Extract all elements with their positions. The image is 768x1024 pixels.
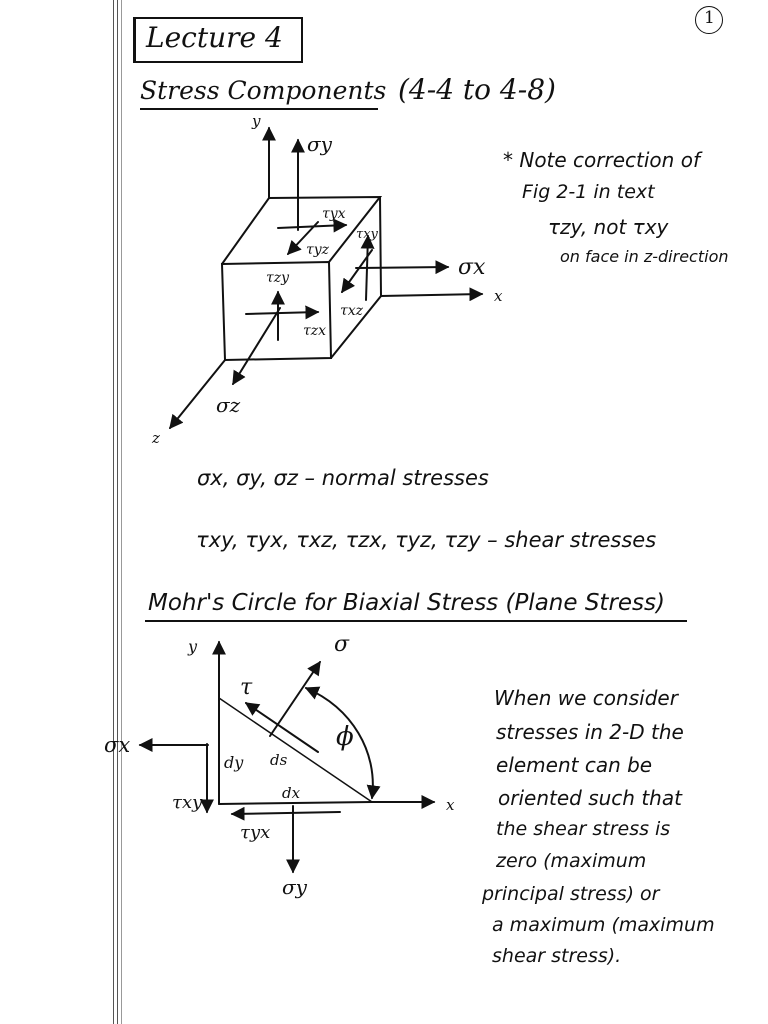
tau-zx-arrow (245, 305, 320, 320)
y-axis-label: y (251, 112, 261, 130)
tau-yx-label: τyx (240, 822, 270, 843)
tau-yz-label: τyz (306, 242, 330, 258)
tau-yx-label: τyx (322, 206, 346, 222)
tau-xy-label: τxy (172, 792, 203, 813)
normal-stresses-line: σx, σy, σz – normal stresses (197, 466, 489, 490)
phi-label: ϕ (336, 722, 354, 752)
tau-label: τ (240, 675, 253, 700)
sigma-normal-arrow (269, 660, 321, 737)
dy-label: dy (224, 753, 244, 772)
sigma-z-label: σz (216, 393, 241, 417)
element-horizontal-side (218, 801, 373, 805)
ds-label: ds (270, 751, 288, 769)
heading-underline (140, 108, 378, 110)
explanation-line: shear stress). (492, 945, 622, 967)
tau-xy-arrow (360, 234, 375, 301)
tau-xz-arrow (341, 249, 373, 294)
section-heading-stress-components: Stress Components (140, 76, 387, 105)
page-title: Lecture 4 (146, 21, 283, 54)
tau-inclined-arrow (244, 702, 319, 753)
tau-xz-label: τxz (340, 303, 364, 319)
margin-rule (121, 0, 122, 1024)
page-number: 1 (704, 8, 715, 28)
note-line: on face in z-direction (560, 247, 729, 266)
tau-zy-label: τzy (266, 270, 290, 286)
phi-angle-arc (304, 686, 381, 800)
title-box (133, 17, 303, 63)
z-axis-label: z (151, 429, 160, 447)
cube-top-face (221, 195, 383, 265)
explanation-line: zero (maximum (496, 850, 647, 872)
sigma-y-label: σy (282, 875, 308, 899)
explanation-line: a maximum (maximum (492, 914, 715, 936)
note-line: τzy, not τxy (548, 215, 669, 239)
x-axis-label: x (446, 796, 455, 814)
explanation-line: principal stress) or (482, 883, 660, 905)
z-axis-arrow (169, 359, 226, 430)
explanation-line: element can be (496, 753, 653, 777)
sigma-z-arrow (232, 307, 281, 386)
y-axis-label: y (187, 637, 198, 656)
sigma-x-label: σx (104, 733, 130, 757)
tau-yx-arrow (230, 806, 341, 821)
page-number-circle (695, 6, 723, 34)
note-line: * Note correction of (503, 148, 700, 172)
note-line: Fig 2-1 in text (522, 181, 655, 203)
section-heading-mohrs-circle: Mohr's Circle for Biaxial Stress (Plane … (148, 590, 665, 616)
explanation-line: stresses in 2-D the (496, 720, 684, 744)
sigma-x-label: σx (458, 255, 486, 280)
heading-underline (145, 620, 687, 622)
dx-label: dx (282, 784, 301, 802)
x-axis-arrow (380, 287, 484, 302)
margin-rule (113, 0, 114, 1024)
explanation-line: oriented such that (498, 786, 682, 810)
tau-xy-label: τxy (356, 227, 379, 242)
shear-stresses-line: τxy, τyx, τxz, τzx, τyz, τzy – shear str… (196, 528, 657, 552)
section-reference: (4-4 to 4-8) (398, 73, 556, 106)
explanation-line: the shear stress is (496, 818, 671, 840)
sigma-x-arrow (355, 260, 450, 275)
tau-yz-arrow (287, 221, 319, 256)
x-axis-label: x (494, 287, 503, 305)
tau-zx-label: τzx (303, 323, 326, 339)
sigma-label: σ (334, 632, 350, 657)
margin-rule (117, 0, 118, 1024)
sigma-y-label: σy (307, 132, 333, 156)
tau-yx-arrow (277, 218, 348, 233)
explanation-line: When we consider (494, 686, 678, 710)
